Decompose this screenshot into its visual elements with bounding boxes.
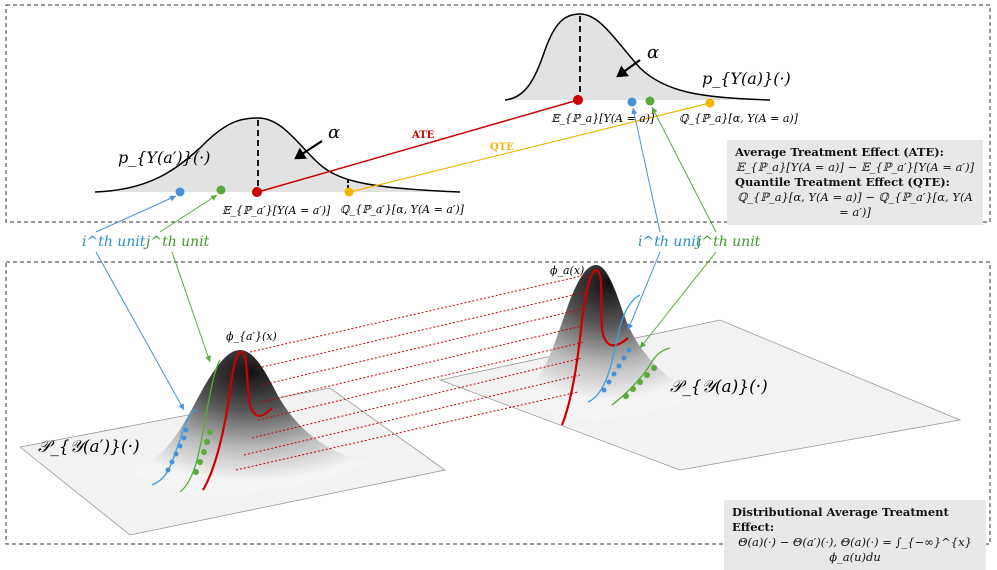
right-density-label: p_{Y(a)}(·) [702, 69, 791, 88]
right-phi-label: ϕ_a(x) [550, 264, 584, 277]
left-red-phi-curve [202, 350, 273, 491]
right-unit-i-point [627, 97, 637, 107]
left-density-fill [95, 118, 460, 192]
right-i-arrow-up [631, 107, 661, 233]
right-surface-label: 𝒫_{𝒴(a)}(·) [670, 377, 768, 397]
left-mean-label: 𝔼_{ℙ_a′}[Y(A = a′)] [222, 204, 331, 217]
left-j-arrow-down [171, 251, 211, 363]
left-mean-point [252, 187, 262, 197]
right-mean-label: 𝔼_{ℙ_a}[Y(A = a)] [551, 112, 655, 125]
right-density-fill [505, 14, 770, 100]
left-quantile-point [344, 187, 354, 197]
right-red-phi-curve [560, 268, 629, 426]
right-j-arrow-down [639, 251, 717, 349]
right-density-curve [504, 13, 771, 101]
left-green-unit-curve [179, 359, 221, 493]
left-unit-i-point [175, 187, 185, 197]
ate-title: Average Treatment Effect (ATE): [735, 145, 944, 159]
date-formula: Θ(a)(·) − Θ(a′)(·), Θ(a)(·) = ∫_{−∞}^{x}… [738, 535, 972, 564]
ate-label: ATE [411, 130, 435, 141]
left-density-curve [94, 117, 461, 193]
left-i-arrow-down [95, 251, 185, 411]
right-unit-j-point [645, 96, 655, 106]
right-blue-unit-points [601, 347, 632, 393]
right-j-arrow-up [651, 106, 717, 233]
right-alpha-label: α [647, 42, 659, 63]
correspondence-lines [235, 274, 587, 471]
qte-title: Quantile Treatment Effect (QTE): [735, 175, 950, 189]
right-quantile-point [705, 98, 715, 108]
left-green-unit-points [193, 429, 213, 475]
date-title: Distributional Average Treatment Effect: [732, 505, 949, 534]
qte-label: QTE [490, 142, 514, 153]
left-surface-label: 𝒫_{𝒴(a′)}(·) [38, 437, 140, 457]
diagram-canvas: α p_{Y(a′)}(·) α p_{Y(a)}(·) ATE QTE 𝔼_{… [5, 4, 991, 545]
left-alpha-label: α [328, 122, 340, 143]
right-alpha-arrow [616, 59, 641, 78]
qte-line [349, 102, 711, 193]
right-blue-unit-curve [587, 294, 641, 403]
left-phi-label: ϕ_{a′}(x) [226, 330, 277, 343]
left-blue-unit-points [165, 427, 189, 473]
ate-line [257, 99, 579, 193]
left-quantile-label: ℚ_{ℙ_a′}[α, Y(A = a′)] [340, 203, 465, 216]
right-i-arrow-down [627, 251, 661, 331]
top-panel-frame [5, 4, 991, 223]
right-unit-i-label: i^th unit [638, 234, 702, 250]
qte-formula: ℚ_{ℙ_a}[α, Y(A = a)] − ℚ_{ℙ_a′}[α, Y(A =… [737, 190, 973, 219]
ate-qte-definition-box: Average Treatment Effect (ATE): 𝔼_{ℙ_a}[… [727, 140, 983, 225]
left-blue-unit-curve [151, 409, 199, 486]
bottom-panel-frame [5, 261, 991, 545]
left-alpha-arrow [294, 140, 323, 160]
ate-formula: 𝔼_{ℙ_a}[Y(A = a)] − 𝔼_{ℙ_a′}[Y(A = a′)] [735, 160, 975, 174]
left-mound [130, 350, 370, 496]
left-unit-j-label: j^th unit [143, 234, 210, 250]
left-density-label: p_{Y(a′)}(·) [118, 148, 210, 167]
right-quantile-label: ℚ_{ℙ_a}[α, Y(A = a)] [679, 112, 799, 125]
left-unit-j-point [216, 185, 226, 195]
date-definition-box: Distributional Average Treatment Effect:… [724, 500, 986, 570]
left-unit-i-label: i^th unit [82, 234, 146, 250]
left-i-arrow-up [95, 195, 177, 233]
right-unit-j-label: j^th unit [694, 234, 761, 250]
right-green-unit-points [623, 365, 657, 399]
right-mean-point [573, 95, 583, 105]
left-j-arrow-up [159, 194, 218, 233]
